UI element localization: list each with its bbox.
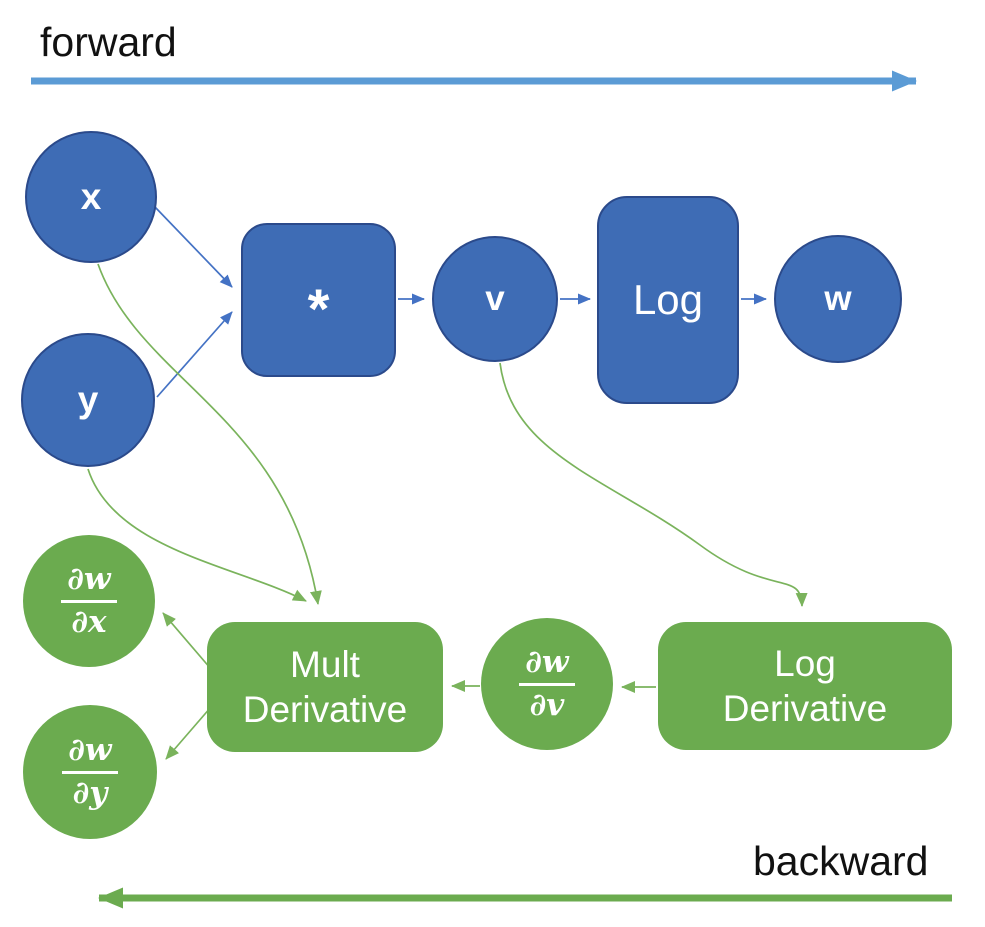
edge-v-to-log-derivative (499, 362, 808, 607)
node-multiply-op-label: * (307, 276, 330, 340)
node-mult-derivative: Mult Derivative (207, 622, 443, 752)
node-dw-dv: ∂w ∂v (481, 618, 613, 750)
edge-mult-derivative-to-dwdx (162, 612, 212, 670)
node-v: v (432, 236, 558, 362)
node-v-label: v (485, 279, 505, 318)
dw-dy-denominator: ∂y (72, 775, 108, 811)
node-y: y (21, 333, 155, 467)
dw-dx-numerator: ∂w (61, 563, 117, 603)
node-log-derivative: Log Derivative (658, 622, 952, 750)
backward-label: backward (753, 838, 929, 884)
edge-y-to-mult-derivative (87, 468, 307, 602)
edge-y-to-mult-op (156, 311, 233, 398)
node-dw-dv-label: ∂w ∂v (519, 646, 575, 723)
node-y-label: y (77, 379, 99, 420)
node-dw-dx: ∂w ∂x (23, 535, 155, 667)
node-w: w (774, 235, 902, 363)
dw-dv-numerator: ∂w (519, 646, 575, 686)
dw-dv-denominator: ∂v (529, 687, 565, 723)
node-mult-derivative-label: Mult Derivative (243, 642, 408, 732)
edge-x-to-mult-derivative (97, 263, 322, 605)
mult-derivative-line2: Derivative (242, 689, 408, 730)
log-derivative-line1: Log (774, 642, 836, 684)
dw-dy-numerator: ∂w (62, 734, 118, 774)
node-multiply-op: * (241, 223, 396, 377)
node-log-op: Log (597, 196, 739, 404)
mult-derivative-line1: Mult (290, 643, 360, 685)
edge-mult-derivative-to-dwdy (165, 706, 212, 760)
node-w-label: w (824, 279, 852, 318)
node-x: x (25, 131, 157, 263)
node-log-op-label: Log (632, 276, 704, 323)
node-dw-dx-label: ∂w ∂x (61, 563, 117, 640)
node-log-derivative-label: Log Derivative (723, 641, 888, 731)
node-dw-dy-label: ∂w ∂y (62, 734, 118, 811)
forward-label: forward (40, 19, 177, 65)
node-dw-dy: ∂w ∂y (23, 705, 157, 839)
node-x-label: x (80, 176, 102, 217)
edge-x-to-mult-op (154, 206, 233, 288)
log-derivative-line2: Derivative (722, 688, 888, 729)
dw-dx-denominator: ∂x (71, 604, 107, 640)
